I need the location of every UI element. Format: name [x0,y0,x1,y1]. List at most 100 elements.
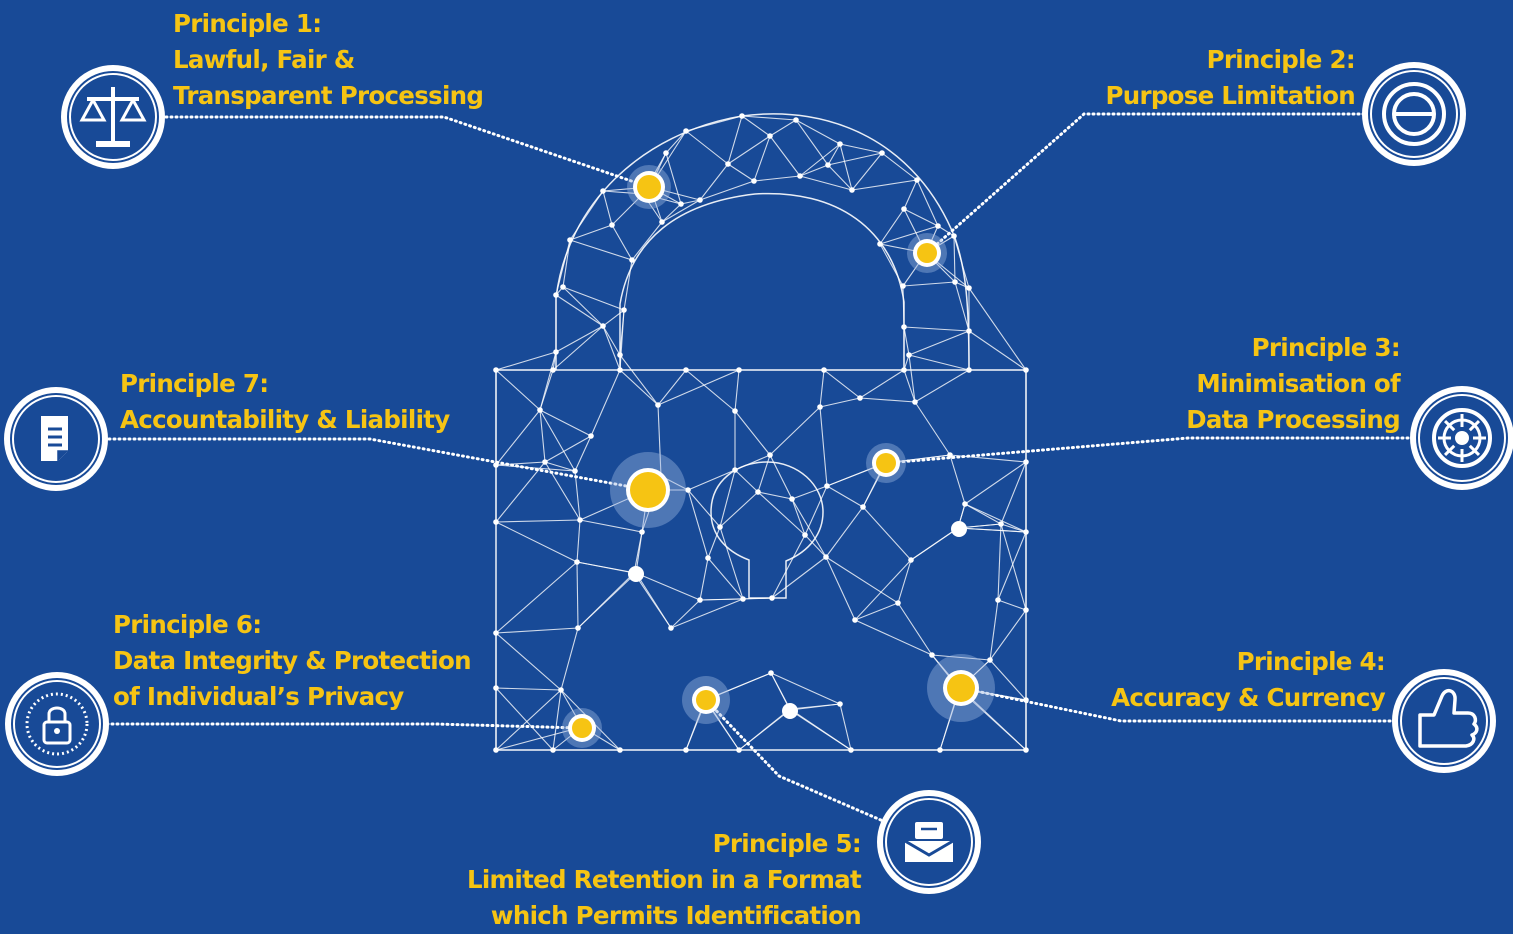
target-circle-icon[interactable] [1362,62,1466,166]
padlock-mesh-edge [670,598,744,629]
connector-3 [884,436,1420,465]
padlock-mesh-edge [602,325,621,371]
padlock-mesh-edge [495,561,578,634]
padlock-mesh-node [857,395,863,401]
padlock-mesh-edge [727,115,743,165]
padlock-mesh-edge [687,489,709,559]
principle-3-heading: Principle 3: [1251,333,1401,362]
padlock-mesh-edge [569,239,633,261]
padlock-mesh-edge [804,534,827,558]
padlock-mesh-edge [791,498,827,558]
padlock-mesh-node [769,595,775,601]
padlock-mesh-edge [555,294,604,327]
padlock-mesh-node [683,128,689,134]
padlock-mesh-edge [611,224,633,261]
padlock-mesh-edge [687,469,736,491]
padlock-mesh-node [493,367,499,373]
padlock-mesh-edge [757,491,806,536]
connector-4 [959,686,1402,723]
padlock-mesh-edge [769,135,801,177]
padlock-mesh-edge [799,143,841,177]
padlock-mesh-edge [539,409,576,472]
padlock-mesh-node [542,459,548,465]
padlock-seal-icon[interactable] [5,672,109,776]
thumbs-up-glyph [1418,688,1479,748]
padlock-mesh-edge [569,224,613,241]
padlock-mesh-edge [574,435,592,472]
padlock-mesh-edge [839,143,883,154]
padlock-mesh-edge [552,325,604,371]
icon-badge-inner-ring [12,395,100,483]
principle-1-label: Principle 1: Lawful, Fair & Transparent … [173,6,484,114]
padlock-mesh-node [553,349,559,355]
principle-4-title-line-1: Accuracy & Currency [1111,683,1386,712]
balance-scale-icon[interactable] [61,65,165,169]
padlock-mesh-edge [903,179,918,210]
padlock-mesh-edge [699,598,744,601]
padlock-mesh-edge [707,526,721,559]
padlock-mesh-edge [619,354,659,406]
padlock-mesh-edge [791,485,828,500]
padlock-mesh-edge [897,602,933,656]
icon-badge-inner-ring [13,680,101,768]
inbox-icon[interactable] [877,790,981,894]
padlock-mesh-edge [562,286,604,327]
padlock-mesh-edge [734,469,759,493]
padlock-body [42,720,72,745]
padlock-mesh-edge [949,454,966,505]
padlock-mesh-node [912,399,918,405]
padlock-mesh-node [736,747,742,753]
padlock-mesh-node [767,452,773,458]
padlock-mesh-edge [661,203,682,223]
icon-badge-face [11,678,103,770]
padlock-mesh-node [685,487,691,493]
padlock-shackle-outer-outline [555,113,970,371]
padlock-mesh-node [995,597,1001,603]
principle-5-heading: Principle 5: [712,829,862,858]
padlock-mesh-edge [657,404,662,477]
padlock-mesh-node [768,670,774,676]
padlock-mesh-edge [851,179,918,191]
padlock-mesh-node [929,652,935,658]
document-icon[interactable] [4,387,108,491]
padlock-mesh-edge [555,325,604,353]
padlock-mesh-edge [819,397,861,408]
padlock-mesh-edge [495,687,562,691]
padlock-mesh-edge [902,281,956,287]
principle-7-heading: Principle 7: [120,369,269,398]
padlock-mesh-highlight-node [951,521,967,537]
padlock-mesh-edge [879,243,904,287]
padlock-mesh-edge [544,435,592,463]
padlock-mesh-node [824,483,830,489]
principle-6-title-line-1: Data Integrity & Protection [113,646,472,675]
padlock-mesh-node [493,747,499,753]
padlock-mesh-edge [562,239,571,288]
padlock-mesh-edge [623,259,633,311]
padlock-mesh-node [1023,607,1029,613]
padlock-mesh-edge [685,115,743,132]
padlock-mesh-edge [495,627,579,634]
padlock-mesh-edge [827,143,841,166]
padlock-mesh-edge [903,326,910,356]
padlock-mesh-node [736,367,742,373]
padlock-mesh-node [550,367,556,373]
padlock-mesh-edge [657,369,740,406]
padlock-mesh-node [797,173,803,179]
padlock-mesh-edge [859,369,905,399]
padlock-mesh-edge [903,369,916,403]
padlock-mesh-edge [719,469,736,528]
padlock-mesh-edge [560,627,579,691]
padlock-mesh-edge [495,689,562,751]
thumbs-up-icon[interactable] [1392,669,1496,773]
principle-6-label: Principle 6: Data Integrity & Protection… [113,607,472,715]
gear-data-icon[interactable] [1410,386,1513,490]
padlock-mesh-edge [827,152,883,166]
padlock-mesh-node [962,501,968,507]
padlock-mesh-edge [954,281,970,332]
connector-lines [100,112,1420,826]
padlock-mesh-node [558,687,564,693]
principle-5-title-line-1: Limited Retention in a Format [466,865,862,894]
principle-2-label: Principle 2: Purpose Limitation [1105,42,1355,114]
padlock-mesh-edge [619,309,625,356]
